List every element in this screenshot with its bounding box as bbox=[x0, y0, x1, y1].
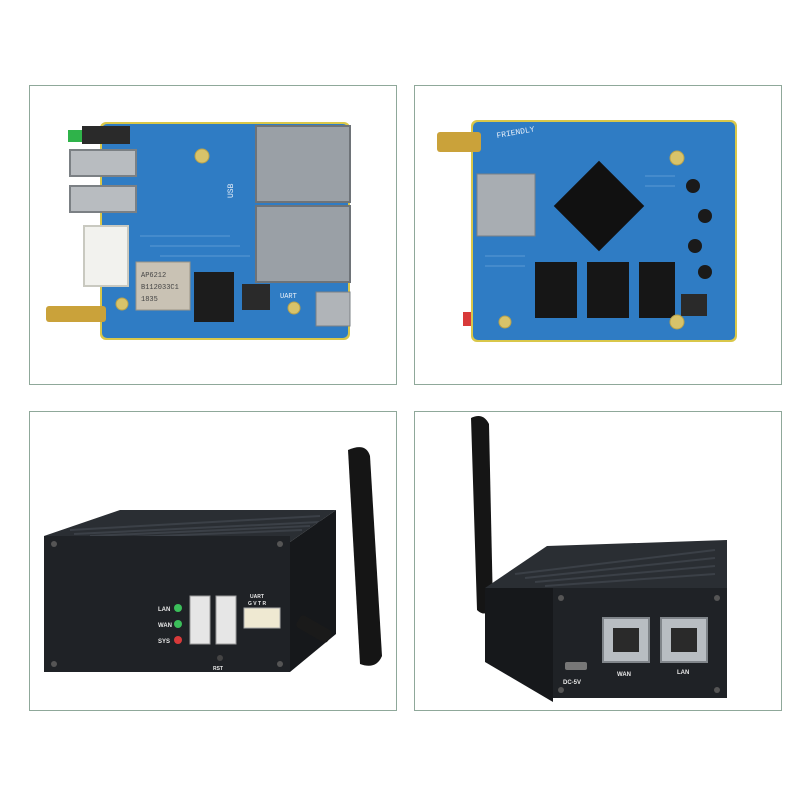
screw bbox=[714, 687, 720, 693]
mount-hole bbox=[669, 150, 685, 166]
ram-chip-2 bbox=[587, 262, 629, 318]
ethernet-socket-lan bbox=[671, 628, 697, 652]
usb-port-2 bbox=[69, 185, 137, 213]
heatsink-fins bbox=[69, 515, 321, 539]
screw bbox=[277, 541, 283, 547]
mount-hole bbox=[287, 301, 301, 315]
screw bbox=[277, 661, 283, 667]
silk-uart: UART bbox=[280, 293, 297, 301]
board-top-illustration: AP6212 B112033C1 1835 USB UART bbox=[46, 122, 351, 340]
green-led bbox=[68, 130, 82, 142]
chip-line-3: 1835 bbox=[141, 296, 158, 304]
micro-usb-port bbox=[315, 291, 351, 327]
ram-chip-1 bbox=[535, 262, 577, 318]
screw bbox=[51, 661, 57, 667]
led-lan bbox=[174, 604, 182, 612]
mount-hole bbox=[194, 148, 210, 164]
antenna-base bbox=[296, 615, 332, 643]
power-connector bbox=[83, 225, 129, 287]
red-led bbox=[463, 312, 471, 326]
sma-antenna-connector bbox=[46, 306, 106, 322]
usb-port-1 bbox=[69, 149, 137, 177]
label-lan: LAN bbox=[158, 607, 170, 613]
pcb-traces bbox=[485, 175, 675, 267]
screw bbox=[51, 541, 57, 547]
usb-port-1 bbox=[189, 595, 211, 645]
screw bbox=[558, 687, 564, 693]
case-front-illustration: LAN WAN SYS UART G V T R RST bbox=[44, 447, 382, 672]
memory-chip bbox=[194, 272, 234, 322]
capacitor bbox=[688, 239, 702, 253]
small-chip bbox=[242, 284, 270, 310]
label-lan: LAN bbox=[677, 670, 689, 676]
label-uart: UART bbox=[250, 594, 264, 600]
mount-hole bbox=[669, 314, 685, 330]
button-switch bbox=[82, 126, 130, 144]
ethernet-socket-wan bbox=[613, 628, 639, 652]
antenna bbox=[471, 416, 493, 614]
mount-hole bbox=[115, 297, 129, 311]
led-wan bbox=[174, 620, 182, 628]
case-back-photo: DC-5V WAN LAN bbox=[414, 411, 782, 711]
ram-chip-3 bbox=[639, 262, 675, 318]
capacitor bbox=[686, 179, 700, 193]
capacitor bbox=[698, 209, 712, 223]
label-sys: SYS bbox=[158, 639, 170, 645]
sma-antenna-connector bbox=[437, 132, 481, 152]
board-bottom-photo: FRIENDLY bbox=[414, 85, 782, 385]
mount-hole bbox=[498, 315, 512, 329]
case-front-face bbox=[44, 536, 290, 672]
screw bbox=[714, 595, 720, 601]
led-sys bbox=[174, 636, 182, 644]
chip-line-1: AP6212 bbox=[141, 272, 166, 280]
board-bottom-illustration: FRIENDLY bbox=[437, 120, 737, 342]
silk-usb: USB bbox=[227, 183, 236, 198]
label-rst: RST bbox=[213, 666, 223, 672]
label-dc: DC-5V bbox=[563, 680, 581, 686]
label-pins: G V T R bbox=[248, 601, 266, 607]
sd-card-slot bbox=[476, 173, 536, 237]
capacitor bbox=[698, 265, 712, 279]
case-back-illustration: DC-5V WAN LAN bbox=[471, 416, 727, 702]
ethernet-jack-2 bbox=[255, 205, 351, 283]
label-wan: WAN bbox=[617, 672, 631, 678]
micro-usb-port bbox=[565, 662, 587, 670]
ethernet-jack-1 bbox=[255, 125, 351, 203]
label-wan: WAN bbox=[158, 623, 172, 629]
case-top bbox=[485, 540, 727, 592]
case-side bbox=[485, 588, 553, 702]
wifi-module bbox=[135, 261, 191, 311]
heatsink-fins bbox=[514, 549, 716, 587]
screw bbox=[558, 595, 564, 601]
board-top-photo: AP6212 B112033C1 1835 USB UART bbox=[29, 85, 397, 385]
pcb-traces bbox=[140, 235, 250, 257]
uart-header bbox=[243, 607, 281, 629]
usb-port-2 bbox=[215, 595, 237, 645]
case-front-photo: LAN WAN SYS UART G V T R RST bbox=[29, 411, 397, 711]
reset-hole bbox=[217, 655, 223, 661]
small-chip bbox=[681, 294, 707, 316]
antenna bbox=[348, 447, 382, 666]
chip-line-2: B112033C1 bbox=[141, 284, 179, 292]
